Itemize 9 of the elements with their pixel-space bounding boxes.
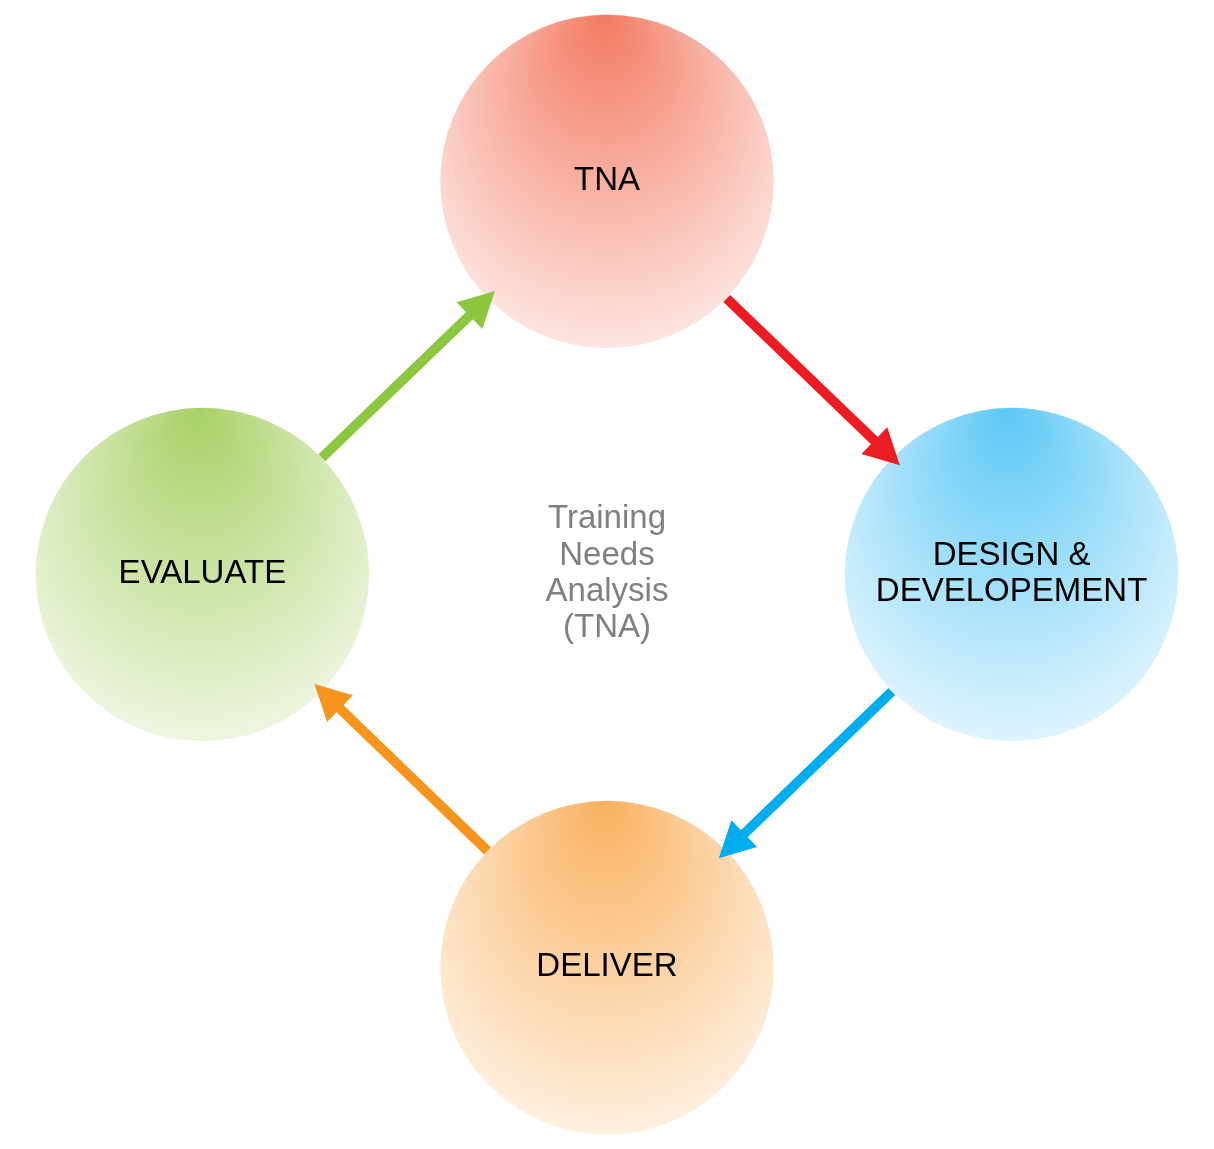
node-circle: DESIGN & DEVELOPEMENT <box>844 407 1179 742</box>
node-circle: DELIVER <box>440 800 774 1135</box>
node-circle: EVALUATE <box>35 407 370 742</box>
arrow <box>718 687 896 859</box>
node-circle: TNA <box>440 14 774 349</box>
arrow <box>314 684 491 855</box>
arrow <box>318 291 495 462</box>
arrow <box>723 294 900 466</box>
label: Training Needs Analysis (TNA) <box>545 498 669 645</box>
